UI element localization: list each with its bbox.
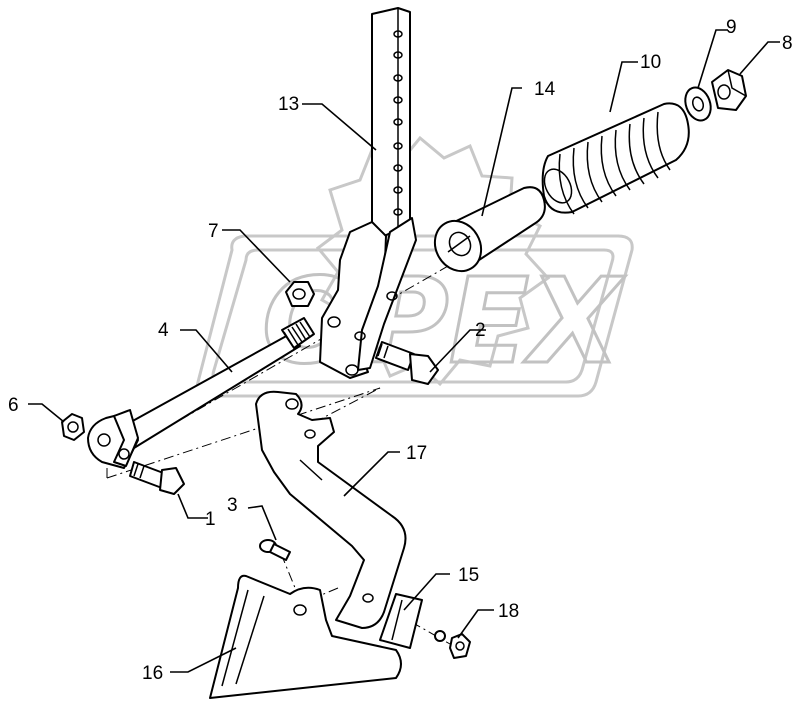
callout-7: 7 [208, 221, 219, 242]
part-18-nut [434, 630, 471, 659]
callout-4: 4 [158, 320, 169, 341]
part-1-bolt [129, 461, 185, 495]
part-10-spring [541, 102, 690, 215]
part-4-rod [87, 317, 315, 469]
callout-2: 2 [475, 320, 486, 341]
part-2-bolt [375, 341, 439, 385]
part-17-shank [255, 390, 407, 629]
rod-threads [283, 321, 311, 349]
callout-18: 18 [498, 601, 519, 622]
part-8-nut [711, 69, 747, 111]
part-9-washer [684, 86, 712, 122]
part-3-plow-bolt [259, 539, 291, 561]
callout-8: 8 [782, 33, 793, 54]
callout-10: 10 [640, 52, 661, 73]
callout-14: 14 [534, 79, 556, 100]
callout-6: 6 [8, 395, 19, 416]
part-6-nut [61, 413, 85, 441]
bar-holes [393, 30, 403, 216]
callout-13: 13 [278, 94, 299, 115]
clamp-bracket [319, 217, 417, 379]
part-14-sleeve [433, 186, 546, 273]
part-15-block [379, 593, 423, 649]
callout-17: 17 [406, 443, 427, 464]
callout-3: 3 [227, 495, 238, 516]
callout-9: 9 [726, 17, 737, 38]
leader-lines [28, 29, 780, 673]
callout-1: 1 [205, 509, 216, 530]
callout-16: 16 [142, 663, 163, 684]
part-13-bar [371, 7, 411, 239]
callout-labels: 1 2 3 4 6 7 8 9 10 13 14 15 16 17 18 [8, 17, 793, 684]
callout-15: 15 [458, 565, 479, 586]
watermark-text: OPEX [262, 252, 625, 390]
part-16-sweep [209, 574, 402, 699]
part-7-nut [285, 281, 315, 307]
